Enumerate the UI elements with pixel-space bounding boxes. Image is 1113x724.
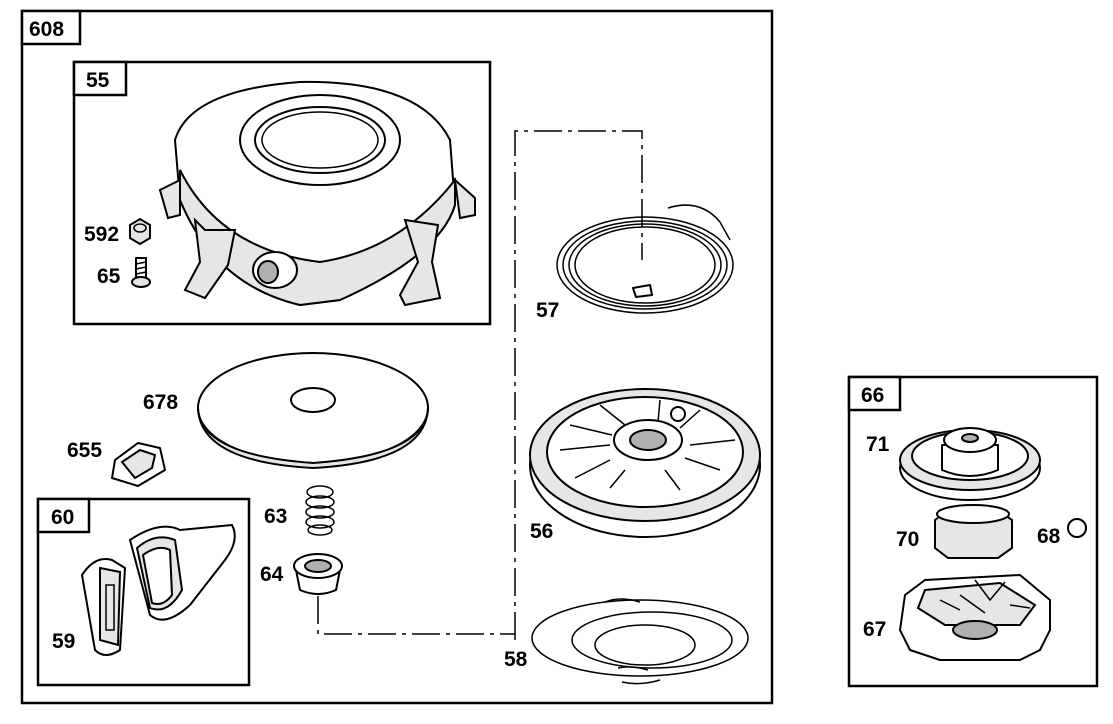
blower-housing [158,80,476,307]
assembly-lines [317,130,643,640]
starter-handle-59: 59 [52,524,236,656]
box-55: 55 [72,60,492,326]
nut-592: 592 [84,217,151,246]
box-label-66: 66 [861,384,884,407]
screw-65: 65 [97,257,151,288]
box-608: 608 [20,9,774,705]
callout-56: 56 [530,520,553,543]
callout-592: 592 [84,223,119,246]
callout-71: 71 [866,433,890,456]
ratchet-67: 67 [863,574,1051,661]
callout-57: 57 [536,299,559,322]
callout-67: 67 [863,618,886,641]
box-label-608: 608 [29,18,64,41]
callout-655: 655 [67,439,102,462]
box-label-60: 60 [51,506,74,529]
callout-58: 58 [504,648,528,671]
callout-59: 59 [52,630,75,653]
recoil-spring-57: 57 [536,204,734,322]
callout-70: 70 [896,528,919,551]
clip-655: 655 [67,439,166,487]
starter-rope-58: 58 [504,598,749,685]
callout-678: 678 [143,391,178,414]
cup-64: 64 [260,553,343,595]
washer-678: 678 [143,352,429,470]
callout-65: 65 [97,265,121,288]
nut-70: 70 [896,504,1013,559]
box-60: 60 [36,497,251,687]
callout-64: 64 [260,563,284,586]
callout-68: 68 [1037,525,1061,548]
box-label-55: 55 [86,69,110,92]
spring-63: 63 [264,485,335,536]
callout-63: 63 [264,505,287,528]
pulley-71: 71 [866,427,1041,501]
pulley-56: 56 [529,388,761,543]
ball-68: 68 [1037,518,1087,548]
box-66: 66 [847,375,1099,688]
